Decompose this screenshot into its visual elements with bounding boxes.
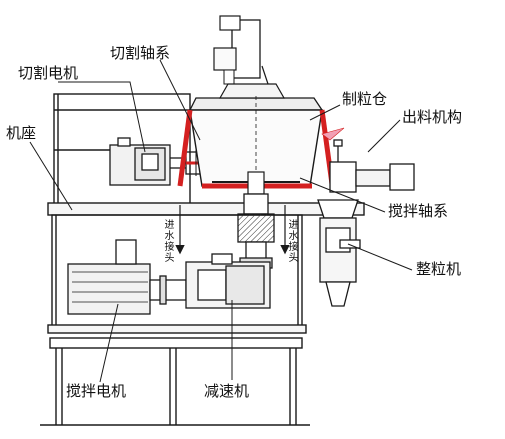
label-cutting-motor: 切割电机	[18, 64, 79, 82]
granulating-bin-drawing	[177, 15, 335, 200]
label-base: 机座	[6, 124, 37, 142]
label-stirring-motor: 搅拌电机	[66, 382, 127, 400]
stirring-shaft-drawing	[237, 193, 275, 269]
label-water-inlet-right: 进水接头	[288, 220, 299, 264]
label-granulating-bin: 制粒仓	[342, 90, 388, 108]
label-reducer: 减速机	[204, 382, 250, 400]
water-inlet-pipes	[175, 205, 290, 255]
label-cutting-shaft: 切割轴系	[110, 44, 171, 62]
label-sizing-machine: 整粒机	[416, 260, 462, 278]
leader-lines	[29, 59, 413, 383]
label-discharge-mechanism: 出料机构	[402, 108, 463, 126]
reducer-drawing	[185, 253, 271, 309]
label-water-inlet-left: 进水接头	[164, 220, 175, 264]
label-stirring-shaft: 搅拌轴系	[388, 202, 449, 220]
discharge-mechanism-drawing	[329, 139, 415, 193]
stirring-motor-drawing	[67, 239, 187, 315]
cutting-motor-drawing	[109, 137, 186, 186]
pink-arrow-icon	[321, 127, 345, 141]
sizing-machine-drawing	[317, 199, 361, 307]
